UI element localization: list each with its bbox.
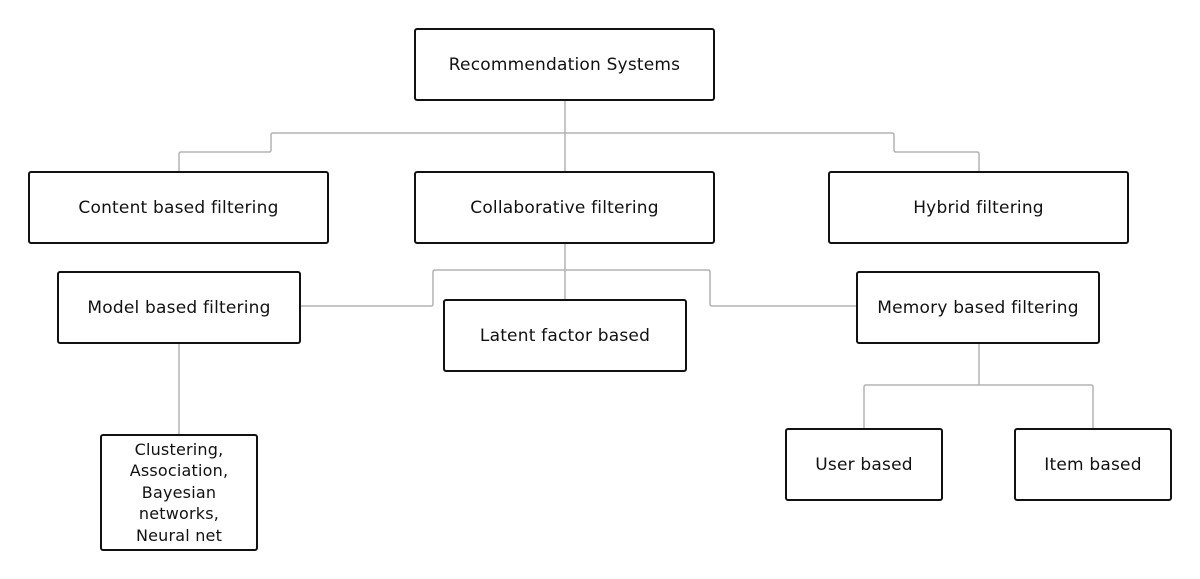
node-hybrid-filtering: Hybrid filtering [828,171,1129,244]
node-line: Association, [129,461,229,481]
node-label: Hybrid filtering [913,197,1044,218]
node-item-based: Item based [1014,428,1172,501]
node-model-based-filtering: Model based filtering [57,271,301,344]
connector-root-to-hybrid [565,132,980,171]
connector-root-to-content [178,132,565,171]
node-label: Item based [1044,454,1142,475]
node-latent-factor-based: Latent factor based [443,299,687,372]
node-line: Clustering, [134,439,224,459]
node-label: Model based filtering [87,297,271,318]
node-label: Recommendation Systems [448,54,681,75]
connector-memory-to-user [863,384,979,428]
node-collaborative-filtering: Collaborative filtering [414,171,715,244]
node-user-based: User based [785,428,943,501]
node-label: Latent factor based [479,325,651,346]
connector-memory-to-item [979,384,1094,428]
node-recommendation-systems: Recommendation Systems [414,28,715,101]
node-label: Memory based filtering [877,297,1079,318]
node-content-based-filtering: Content based filtering [28,171,329,244]
node-line: Bayesian [141,482,217,502]
node-label: User based [815,454,913,475]
node-memory-based-filtering: Memory based filtering [856,271,1100,344]
node-label: Collaborative filtering [470,197,659,218]
connector-collaborative-to-model [301,269,565,307]
connector-collaborative-to-memory [565,269,856,307]
node-line: Neural net [135,525,223,545]
node-label: Content based filtering [78,197,279,218]
node-model-methods: Clustering, Association, Bayesian networ… [100,434,258,551]
node-line: networks, [138,504,220,524]
